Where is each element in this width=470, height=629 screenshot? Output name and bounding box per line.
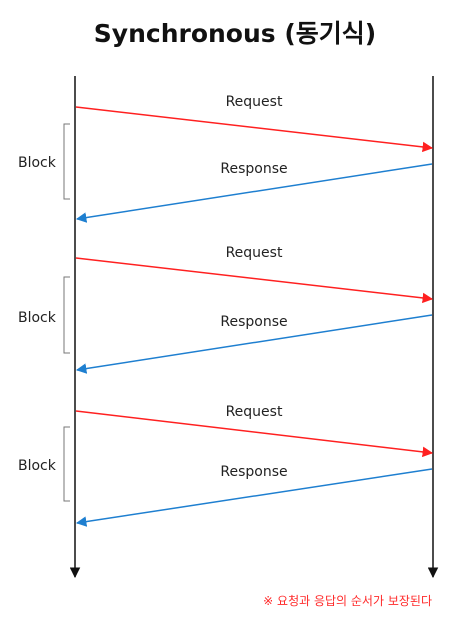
request-label: Request <box>226 245 283 261</box>
order-guarantee-note: ※ 요청과 응답의 순서가 보장된다 <box>263 594 432 608</box>
block-bracket <box>63 276 70 354</box>
response-arrow <box>75 468 433 527</box>
response-label: Response <box>220 161 287 177</box>
diagram-title: Synchronous (동기식) <box>93 19 377 48</box>
block-label: Block <box>18 155 57 171</box>
request-label: Request <box>226 404 283 420</box>
request-arrow <box>75 410 434 458</box>
block-bracket <box>63 123 70 200</box>
block-bracket <box>63 426 70 502</box>
response-arrow <box>75 163 433 223</box>
request-label: Request <box>226 94 283 110</box>
request-arrow <box>75 257 434 304</box>
response-arrow <box>75 314 433 374</box>
response-label: Response <box>220 314 287 330</box>
request-arrow <box>75 106 434 153</box>
block-label: Block <box>18 458 57 474</box>
response-label: Response <box>220 464 287 480</box>
block-label: Block <box>18 310 57 326</box>
